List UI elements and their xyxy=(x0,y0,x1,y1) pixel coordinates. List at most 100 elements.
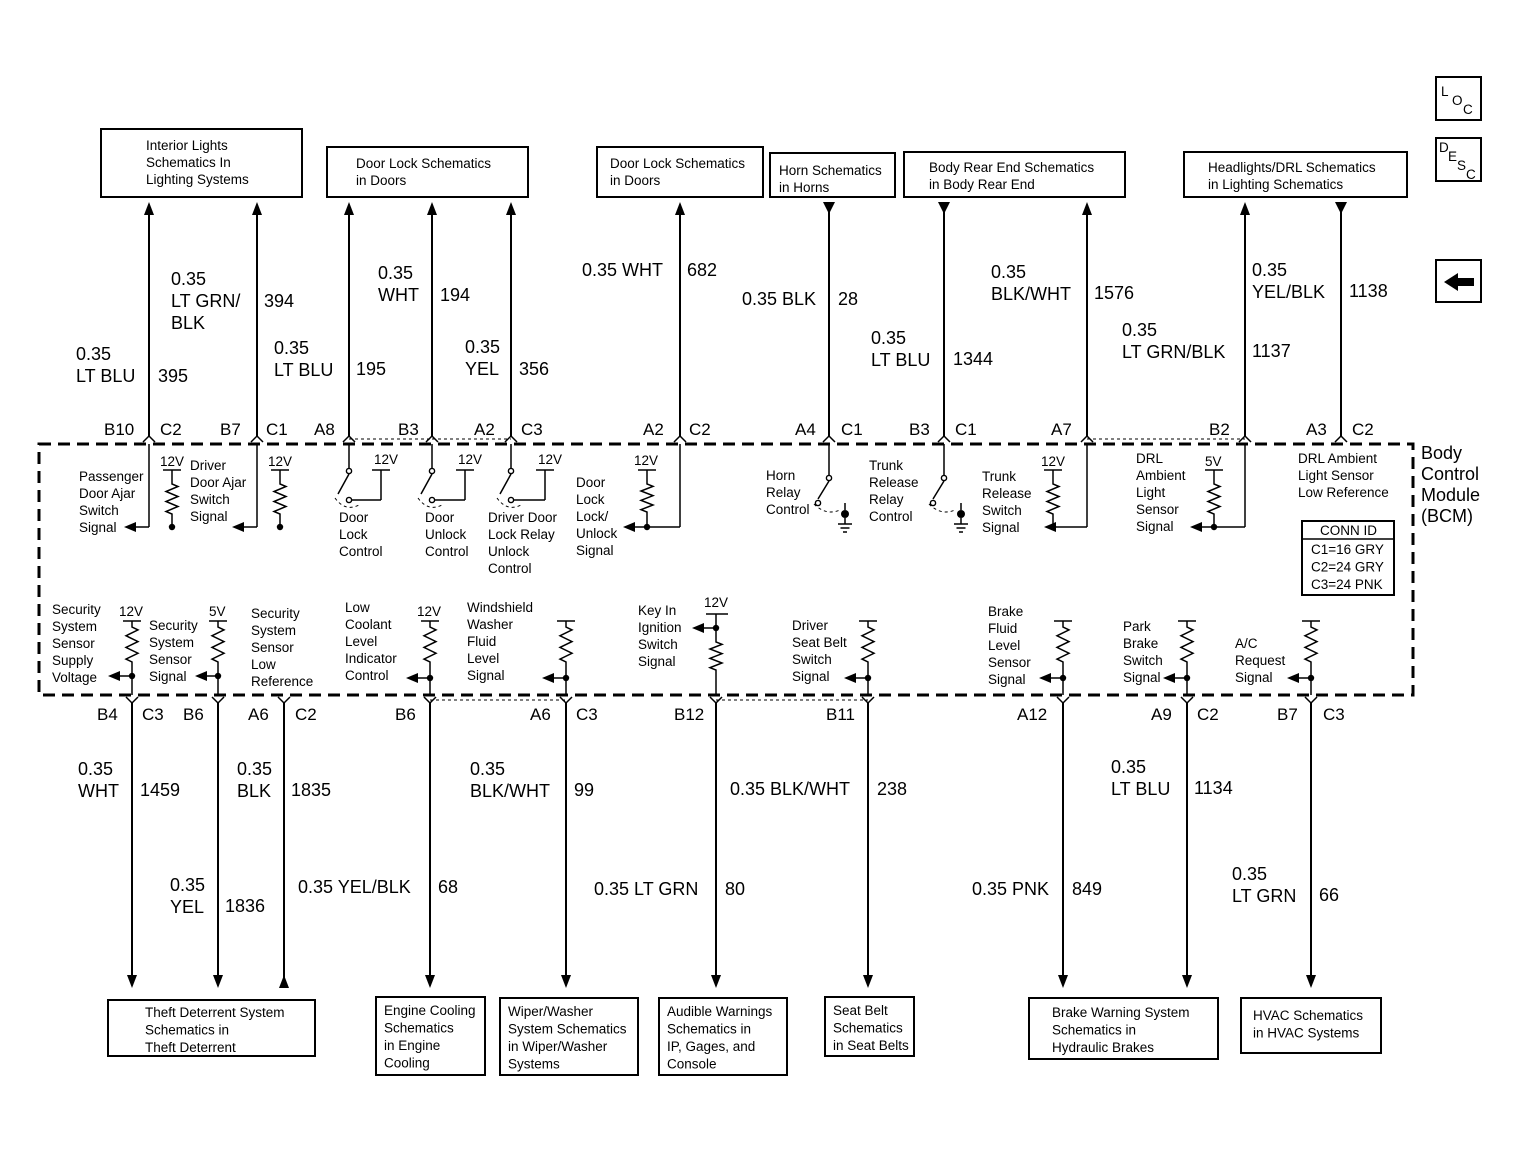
switch-contact xyxy=(507,496,515,504)
circuit-number: 1459 xyxy=(140,780,180,800)
internal-label: Switch xyxy=(190,492,230,507)
door-lock-box-2[interactable] xyxy=(596,146,764,198)
arrow-down-icon xyxy=(425,975,435,988)
engine-cooling-box-text: Cooling xyxy=(384,1056,430,1071)
arrow-down-icon xyxy=(1182,975,1192,988)
internal-label: Light xyxy=(1136,485,1166,500)
wiper-washer-box[interactable] xyxy=(499,997,639,1076)
supply-voltage-label: 12V xyxy=(634,453,658,468)
hvac-box[interactable] xyxy=(1240,997,1382,1054)
wire-color-label: YEL/BLK xyxy=(1252,282,1325,302)
arrow-left-icon xyxy=(1163,673,1175,683)
internal-label: System xyxy=(251,623,296,638)
wire-color-label: LT GRN xyxy=(1232,886,1296,906)
connector-chevron-icon xyxy=(1304,696,1318,705)
wire-color-label: LT BLU xyxy=(274,360,333,380)
connector-chevron-icon xyxy=(250,434,264,443)
wiper-washer-box-text: in Wiper/Washer xyxy=(508,1039,608,1054)
pin-label: B2 xyxy=(1209,420,1230,439)
interior-lights-box[interactable] xyxy=(100,128,303,198)
seat-belt-box[interactable] xyxy=(824,996,915,1057)
engine-cooling-box[interactable] xyxy=(375,996,486,1076)
internal-label: Fluid xyxy=(467,634,496,649)
internal-label: Control xyxy=(488,561,532,576)
arrow-up-icon xyxy=(279,975,289,988)
pin-label: A2 xyxy=(474,420,495,439)
switch-contact xyxy=(345,467,353,475)
arrow-up-icon xyxy=(252,202,262,215)
resistor-icon xyxy=(124,621,140,668)
internal-label: Signal xyxy=(792,669,830,684)
wire-color-label: BLK/WHT xyxy=(991,284,1071,304)
arrow-down-icon xyxy=(823,202,835,214)
supply-voltage-label: 12V xyxy=(119,604,143,619)
circuit-number: 394 xyxy=(264,291,294,311)
door-lock-box-1-text: Door Lock Schematics xyxy=(356,156,491,171)
internal-label: Unlock xyxy=(488,544,530,559)
arrow-down-icon xyxy=(711,975,721,988)
wiper-washer-box-text: Wiper/Washer xyxy=(508,1004,594,1019)
arrow-up-icon xyxy=(506,202,516,215)
internal-label: Reference xyxy=(251,674,313,689)
theft-deterrent-box-text: Theft Deterrent xyxy=(145,1040,236,1055)
internal-label: Release xyxy=(982,486,1032,501)
wire-color-label: 0.35 YEL/BLK xyxy=(298,877,411,897)
theft-deterrent-box-text: Schematics in xyxy=(145,1023,229,1038)
resistor-icon xyxy=(422,621,438,668)
wire-color-label: 0.35 xyxy=(78,759,113,779)
horn-box[interactable] xyxy=(769,152,896,198)
internal-label: Low xyxy=(251,657,276,672)
connector-chevron-icon xyxy=(937,434,951,443)
relay-coil-link xyxy=(334,497,360,508)
internal-label: Signal xyxy=(149,669,187,684)
internal-label: Voltage xyxy=(52,670,97,685)
arrow-down-icon xyxy=(1335,202,1347,214)
body-rear-end-box[interactable] xyxy=(903,151,1126,198)
junction-dot xyxy=(643,523,651,531)
arrow-up-icon xyxy=(675,202,685,215)
circuit-number: 28 xyxy=(838,289,858,309)
switch-contact xyxy=(345,496,353,504)
supply-voltage-label: 12V xyxy=(458,452,482,467)
circuit-number: 849 xyxy=(1072,879,1102,899)
relay-coil-link xyxy=(496,497,522,508)
switch-blade xyxy=(499,473,512,495)
connector-chevron-icon xyxy=(142,434,156,443)
internal-label: Signal xyxy=(1136,519,1174,534)
wire-color-label: 0.35 xyxy=(170,875,205,895)
wire-color-label: LT BLU xyxy=(76,366,135,386)
connector-label: C3 xyxy=(1323,705,1345,724)
internal-label: Unlock xyxy=(425,527,467,542)
internal-label: Signal xyxy=(1235,670,1273,685)
wire-color-label: 0.35 xyxy=(1252,260,1287,280)
supply-voltage-label: 5V xyxy=(1205,454,1222,469)
supply-voltage-label: 12V xyxy=(1041,454,1065,469)
switch-contact xyxy=(507,467,515,475)
audible-warnings-box[interactable] xyxy=(658,997,788,1076)
headlights-drl-box[interactable] xyxy=(1183,151,1408,198)
brake-warning-box[interactable] xyxy=(1028,997,1219,1060)
internal-label: Door xyxy=(339,510,369,525)
internal-label: Switch xyxy=(638,637,678,652)
connector-chevron-icon xyxy=(673,434,687,443)
internal-label: Lock Relay xyxy=(488,527,555,542)
connector-chevron-icon xyxy=(822,434,836,443)
wiper-washer-box-text: Systems xyxy=(508,1057,560,1072)
wire-color-label: 0.35 xyxy=(1232,864,1267,884)
relay-coil-dot xyxy=(957,510,965,518)
connector-label: C1 xyxy=(266,420,288,439)
arrow-left-icon xyxy=(1444,273,1474,291)
arrow-left-icon xyxy=(1039,673,1051,683)
internal-label: Signal xyxy=(988,672,1026,687)
connector-label: C2 xyxy=(1352,420,1374,439)
desc-button[interactable] xyxy=(1435,137,1482,182)
pin-label: B10 xyxy=(104,420,134,439)
internal-label: Request xyxy=(1235,653,1286,668)
theft-deterrent-box[interactable] xyxy=(107,999,316,1057)
loc-button[interactable] xyxy=(1435,76,1482,121)
door-lock-box-1[interactable] xyxy=(326,146,529,198)
resistor-icon xyxy=(638,478,656,518)
internal-label: Door Ajar xyxy=(79,486,136,501)
arrow-left-icon xyxy=(1190,522,1202,532)
